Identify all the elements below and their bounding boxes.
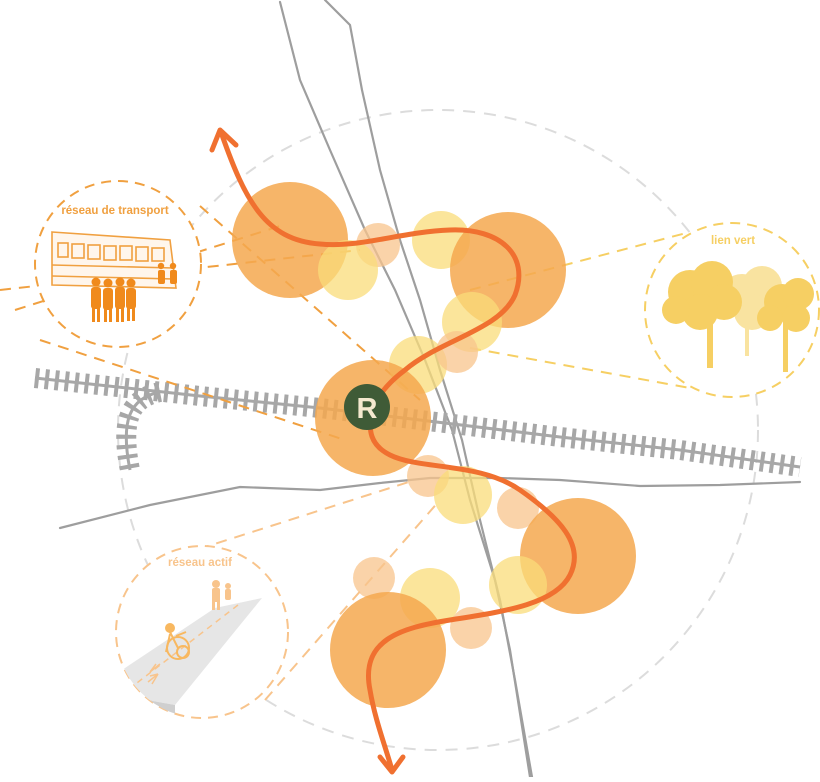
- railway-ties-branch: [116, 382, 163, 472]
- node-circle-orange: [520, 498, 636, 614]
- node-circle-orange: [330, 592, 446, 708]
- hub-circle: [344, 384, 390, 430]
- active-inset-label: réseau actif: [168, 557, 232, 569]
- transit-hub: R: [344, 384, 390, 430]
- green-inset: lien vert: [644, 222, 820, 398]
- transit-corridor-line: [219, 132, 577, 773]
- active-connector-1: [179, 479, 416, 556]
- transport-inset-label: réseau de transport: [61, 205, 169, 217]
- hub-label: R: [357, 393, 378, 425]
- pedestrian-icon: [212, 580, 231, 610]
- transit-corridor: [219, 132, 577, 773]
- train-and-people-icon: [51, 231, 177, 322]
- node-circle-yellow: [434, 466, 492, 524]
- active-connector-2: [264, 499, 441, 701]
- trees-icon: [662, 261, 814, 372]
- node-circle-yellow: [318, 240, 378, 300]
- green-inset-label: lien vert: [711, 235, 755, 247]
- cyclist-icon: [165, 623, 190, 660]
- influence-radius-circle: [117, 109, 759, 751]
- transport-inset: réseau de transport: [34, 180, 202, 348]
- node-circle-peach: [436, 331, 478, 373]
- road-main-right: [323, 0, 534, 779]
- node-circles: [232, 182, 636, 708]
- corridor-arrow-north: [209, 127, 239, 153]
- transport-connector-4: [39, 339, 346, 441]
- node-circle-yellow: [489, 556, 547, 614]
- node-circle-peach: [353, 557, 395, 599]
- corridor-arrow-south: [377, 754, 406, 775]
- corridor-arrowheads: [209, 127, 406, 775]
- train-icon: [51, 231, 177, 289]
- active-inset: réseau actif: [115, 545, 289, 719]
- people-icon: [91, 262, 177, 322]
